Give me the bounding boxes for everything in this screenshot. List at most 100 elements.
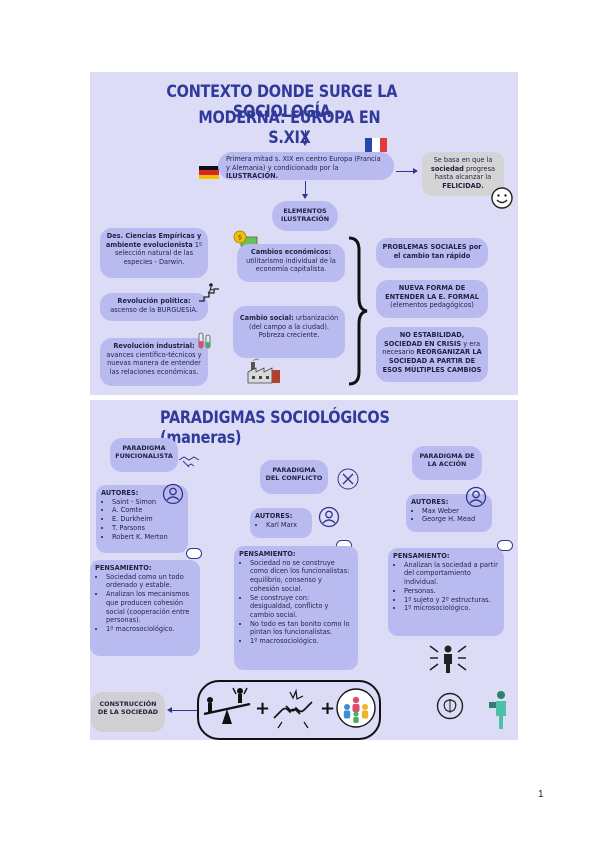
- action-thought-box: PENSAMIENTO: Analizan la sociedad a part…: [388, 548, 504, 636]
- context-text: Primera mitad s. XIX en centro Europa (F…: [226, 155, 381, 172]
- context-highlight: ILUSTRACIÓN.: [226, 172, 279, 181]
- felicity-text-2: sociedad: [430, 164, 464, 173]
- new-form-box: NUEVA FORMA DE ENTENDER LA E. FORMAL(ele…: [376, 280, 488, 318]
- social-title: Cambio social:: [239, 314, 294, 322]
- new-form-title: NUEVA FORMA DE ENTENDER LA E. FORMAL: [385, 284, 479, 301]
- author-item: E. Durkheim: [112, 515, 183, 524]
- functionalist-thought-label: PENSAMIENTO:: [95, 564, 152, 572]
- new-form-text: (elementos pedagógicos): [390, 301, 474, 310]
- conflict-label-box: PARADIGMA DEL CONFLICTO: [260, 460, 328, 494]
- conflict-authors-list: Karl Marx: [255, 521, 307, 530]
- author-item: Robert K. Merton: [112, 533, 183, 542]
- conflict-authors-box: AUTORES: Karl Marx: [250, 508, 312, 538]
- thought-item: Sociedad como un todo ordenado y estable…: [106, 573, 195, 590]
- construction-equation-frame: [197, 680, 381, 740]
- felicity-text-3: progresa hasta alcanzar la: [434, 164, 496, 182]
- construction-box: CONSTRUCCIÓN DE LA SOCIEDAD: [91, 692, 165, 732]
- person-arrows-icon: [429, 645, 467, 673]
- action-thought-label: PENSAMIENTO:: [393, 552, 450, 560]
- felicity-text-4: FELICIDAD.: [442, 182, 484, 191]
- action-thought-list: Analizan la sociedad a partir del compor…: [393, 561, 499, 613]
- group-people-icon: [336, 688, 376, 728]
- functionalist-label-box: PARADIGMA FUNCIONALISTA: [110, 438, 178, 472]
- thought-item: 1º macrosociológico.: [250, 637, 353, 646]
- germany-flag-icon: [199, 166, 219, 179]
- political-title: Revolución política:: [117, 297, 191, 305]
- user-circle-icon: [465, 486, 487, 508]
- functionalist-thought-box: PENSAMIENTO: Sociedad como un todo orden…: [90, 560, 200, 656]
- brain-circle-icon: [436, 692, 464, 720]
- action-label-box: PARADIGMA DE LA ACCIÓN: [412, 446, 482, 480]
- conflict-thought-list: Sociedad no se construye como dicen los …: [239, 559, 353, 646]
- thought-item: Se construye con: desigualdad, conflicto…: [250, 594, 353, 620]
- arrow-title-head: [302, 141, 308, 146]
- sciences-text: 1º selección natural de las especies - D…: [114, 240, 203, 267]
- handshake-icon: [178, 456, 200, 468]
- problems-box: PROBLEMAS SOCIALES por el cambio tan ráp…: [376, 238, 488, 268]
- political-text: ascenso de la BURGUESÍA.: [110, 305, 198, 314]
- svg-text:$: $: [238, 234, 242, 242]
- thought-item: Sociedad no se construye como dicen los …: [250, 559, 353, 594]
- arrow-elements-head: [302, 194, 308, 199]
- arrow-construction-line: [171, 710, 197, 711]
- sciences-title: Des. Ciencias Empíricas y ambiente evolu…: [105, 232, 202, 249]
- arrow-felicity-line: [396, 171, 414, 172]
- industrial-text: avances científico-técnicos y nuevas man…: [106, 350, 202, 377]
- seesaw-icon: [203, 687, 251, 724]
- smiley-icon: [491, 187, 513, 209]
- author-item: Karl Marx: [266, 521, 307, 530]
- instability-conclusion: REORGANIZAR LA SOCIEDAD A PARTIR DE ESOS…: [382, 348, 482, 374]
- author-item: A. Comte: [112, 506, 183, 515]
- arrow-title-line: [305, 130, 306, 142]
- thought-cloud-icon: [186, 548, 202, 559]
- slide1-title-line1: CONTEXTO DONDE SURGE LA SOCIOLOGÍA: [166, 82, 398, 122]
- context-box: Primera mitad s. XIX en centro Europa (F…: [218, 152, 394, 180]
- functionalist-thought-list: Sociedad como un todo ordenado y estable…: [95, 573, 195, 634]
- instability-text: y era necesario: [382, 339, 481, 357]
- social-box: Cambio social: urbanización (del campo a…: [233, 306, 345, 358]
- economic-box: Cambios económicos:utilitarismo individu…: [237, 244, 345, 282]
- fists-conflict-icon: [273, 688, 313, 729]
- thought-item: Analizan la sociedad a partir del compor…: [404, 561, 499, 587]
- plus-sign-1: +: [255, 698, 271, 719]
- page-number: 1: [538, 789, 544, 800]
- industrial-title: Revolución industrial:: [113, 342, 195, 350]
- industrial-box: Revolución industrial:avances científico…: [100, 338, 208, 386]
- action-authors-label: AUTORES:: [411, 498, 449, 506]
- thought-item: Personas.: [404, 587, 499, 596]
- functionalist-authors-box: AUTORES: Saint - Simon A. Comte E. Durkh…: [96, 485, 188, 553]
- slide2-title: PARADIGMAS SOCIOLÓGICOS (maneras): [160, 408, 390, 448]
- felicity-text-1: Se basa en que la: [433, 156, 493, 164]
- economic-text: utilitarismo individual de la economía c…: [246, 256, 336, 274]
- arrow-construction-head: [167, 707, 172, 713]
- author-item: George H. Mead: [422, 515, 487, 524]
- curly-brace-icon: [348, 236, 368, 386]
- person-figure-icon: [489, 691, 506, 729]
- instability-box: NO ESTABILIDAD, SOCIEDAD EN CRISIS y era…: [376, 327, 488, 382]
- functionalist-authors-list: Saint - Simon A. Comte E. Durkheim T. Pa…: [101, 498, 183, 542]
- author-item: Max Weber: [422, 507, 487, 516]
- sciences-box: Des. Ciencias Empíricas y ambiente evolu…: [100, 228, 208, 278]
- author-item: Saint - Simon: [112, 498, 183, 507]
- conflict-authors-label: AUTORES:: [255, 512, 293, 520]
- thought-item: 1º microsociológico.: [404, 604, 499, 613]
- author-item: T. Parsons: [112, 524, 183, 533]
- arrow-felicity-head: [413, 168, 418, 174]
- instability-title: NO ESTABILIDAD, SOCIEDAD EN CRISIS: [383, 331, 465, 348]
- swords-conflict-icon: [337, 468, 359, 490]
- slide1-title-line2: MODERNA: EUROPA EN S.XIX: [198, 108, 381, 148]
- arrow-elements-line: [305, 181, 306, 196]
- stairs-climb-icon: [199, 283, 219, 302]
- action-authors-list: Max Weber George H. Mead: [411, 507, 487, 524]
- test-tubes-icon: [198, 332, 211, 349]
- thought-item: 1º sujeto y 2º estructuras.: [404, 596, 499, 605]
- elements-box: ELEMENTOS ILUSTRACIÓN: [272, 201, 338, 231]
- france-flag-icon: [365, 138, 387, 152]
- thought-cloud-icon: [497, 540, 513, 551]
- felicity-box: Se basa en que la sociedad progresa hast…: [422, 152, 504, 196]
- conflict-thought-box: PENSAMIENTO: Sociedad no se construye co…: [234, 546, 358, 670]
- thought-item: No todo es tan bonito como lo pintan los…: [250, 620, 353, 637]
- social-text: urbanización (del campo a la ciudad). Po…: [249, 314, 339, 340]
- plus-sign-2: +: [320, 698, 336, 719]
